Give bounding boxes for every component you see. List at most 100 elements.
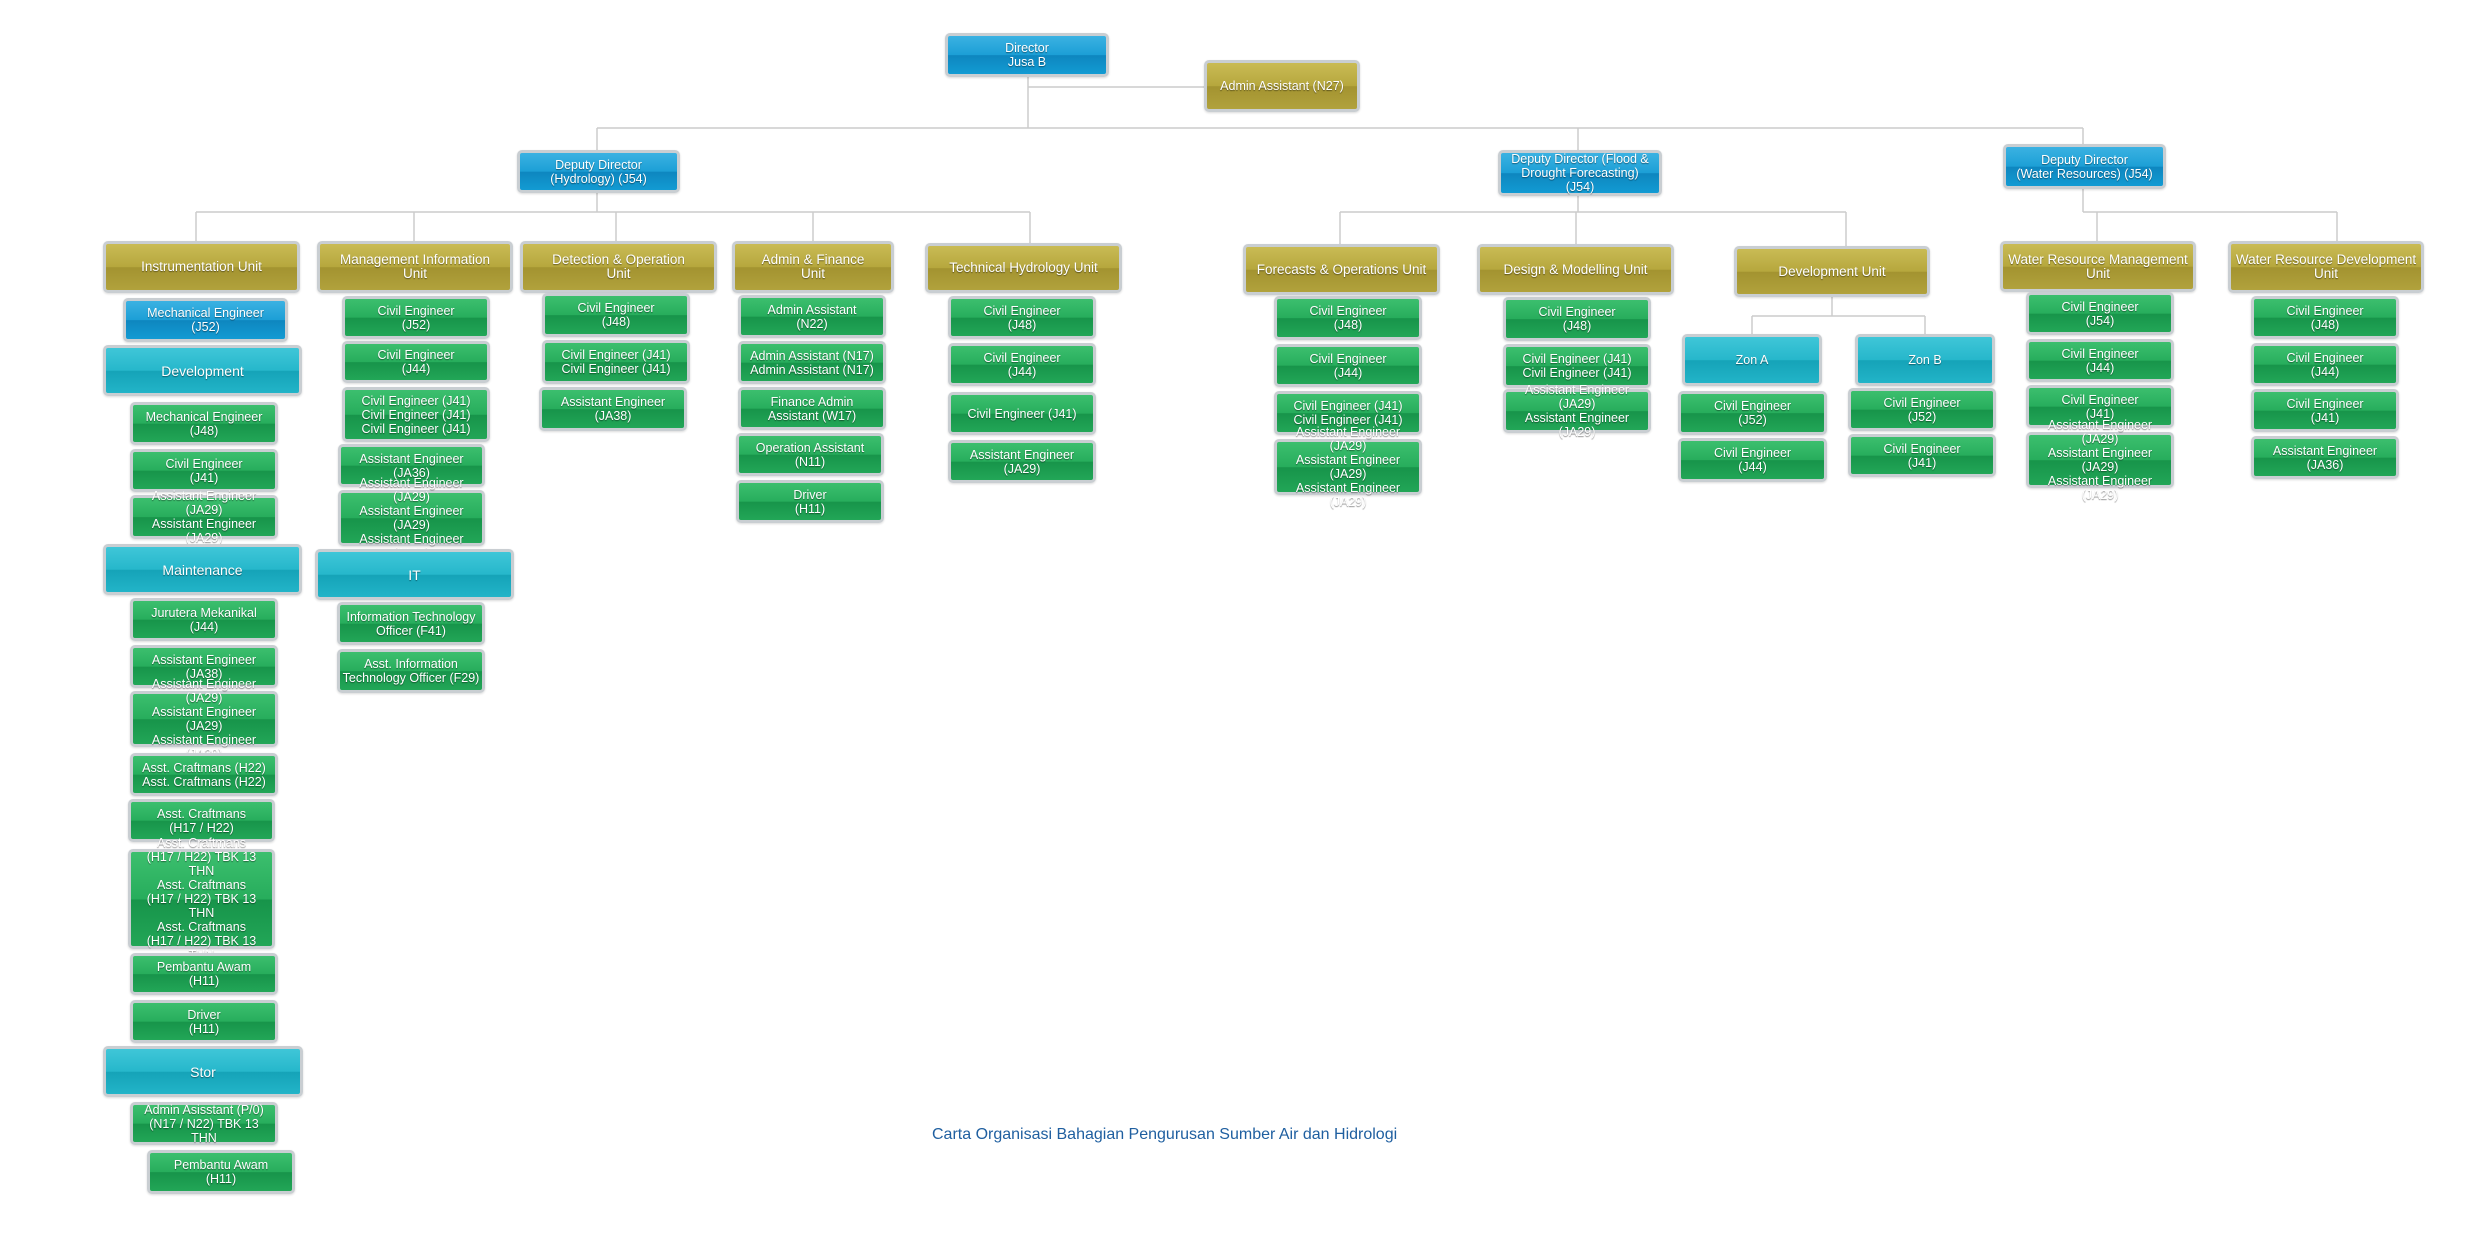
inst-maint-asst-ja38-label: Assistant Engineer (JA38) [151, 652, 257, 681]
wrm-unit-box[interactable]: Water Resource Management Unit [2000, 241, 2196, 292]
dm-civil-j48-box[interactable]: Civil Engineer (J48) [1503, 297, 1651, 341]
inst-stor-pembantu-label: Pembantu Awam (H11) [173, 1158, 269, 1186]
th-civil-j41-box[interactable]: Civil Engineer (J41) [948, 392, 1096, 435]
mis-it-officer-box[interactable]: Information Technology Officer (F41) [337, 602, 485, 645]
inst-maintenance-box[interactable]: Maintenance [103, 544, 302, 595]
adm-asst-n22-box[interactable]: Admin Assistant (N22) [738, 295, 886, 338]
inst-dev-civil-j41-box[interactable]: Civil Engineer (J41) [130, 449, 278, 492]
adm-asst-n17-box[interactable]: Admin Assistant (N17) Admin Assistant (N… [738, 341, 886, 384]
wrm-civil-j54-box[interactable]: Civil Engineer (J54) [2026, 292, 2174, 335]
mis-civil-j44-box[interactable]: Civil Engineer (J44) [342, 341, 490, 383]
th-civil-j41-label: Civil Engineer (J41) [967, 406, 1077, 421]
fo-civil-j48-box[interactable]: Civil Engineer (J48) [1274, 296, 1422, 340]
inst-stor-pembantu-box[interactable]: Pembantu Awam (H11) [147, 1150, 295, 1194]
development-unit-box[interactable]: Development Unit [1734, 246, 1930, 297]
det-civil-j48-label: Civil Engineer (J48) [577, 301, 655, 329]
zon-b-box[interactable]: Zon B [1855, 334, 1995, 386]
fo-civil-j44-label: Civil Engineer (J44) [1309, 351, 1387, 380]
th-civil-j44-box[interactable]: Civil Engineer (J44) [948, 343, 1096, 386]
mis-unit-label: Management Information Unit [339, 252, 491, 281]
wrd-civil-j41-box[interactable]: Civil Engineer (J41) [2251, 389, 2399, 432]
fo-civil-j48-label: Civil Engineer (J48) [1309, 304, 1387, 332]
zon-a-box[interactable]: Zon A [1682, 334, 1822, 386]
inst-maint-craft-tbk-box[interactable]: Asst. Craftmans (H17 / H22) TBK 13 THN A… [128, 836, 275, 962]
inst-maint-driver-box[interactable]: Driver (H11) [130, 1000, 278, 1043]
det-civil-j48-box[interactable]: Civil Engineer (J48) [542, 293, 690, 337]
wrd-civil-j48-box[interactable]: Civil Engineer (J48) [2251, 296, 2399, 339]
inst-maint-craft-h22-box[interactable]: Asst. Craftmans (H22) Asst. Craftmans (H… [130, 753, 278, 796]
inst-maint-jurutera-label: Jurutera Mekanikal (J44) [151, 605, 257, 634]
dm-civil-j48-label: Civil Engineer (J48) [1538, 305, 1616, 333]
admin-unit-box[interactable]: Admin & Finance Unit [732, 241, 894, 293]
dm-asst-ja29-box[interactable]: Assistant Engineer (JA29) Assistant Engi… [1503, 383, 1651, 439]
adm-operation-box[interactable]: Operation Assistant (N11) [736, 433, 884, 476]
mis-asst-ja36-box[interactable]: Assistant Engineer (JA36) [338, 444, 485, 487]
dm-asst-ja29-label: Assistant Engineer (JA29) Assistant Engi… [1524, 383, 1630, 439]
dm-civil-j41-label: Civil Engineer (J41) Civil Engineer (J41… [1522, 352, 1632, 380]
wrm-civil-j44-box[interactable]: Civil Engineer (J44) [2026, 339, 2174, 382]
deputy-flood-box[interactable]: Deputy Director (Flood & Drought Forecas… [1498, 150, 1662, 196]
zb-civil-j52-box[interactable]: Civil Engineer (J52) [1848, 388, 1996, 431]
fo-civil-j41-box[interactable]: Civil Engineer (J41) Civil Engineer (J41… [1274, 391, 1422, 435]
deputy-hydrology-box[interactable]: Deputy Director (Hydrology) (J54) [517, 150, 680, 193]
wrd-asst-ja36-box[interactable]: Assistant Engineer (JA36) [2251, 436, 2399, 479]
wrm-asst-ja29-box[interactable]: Assistant Engineer (JA29) Assistant Engi… [2026, 418, 2174, 502]
inst-maint-asst-ja29-box[interactable]: Assistant Engineer (JA29) Assistant Engi… [130, 677, 278, 761]
za-civil-j52-box[interactable]: Civil Engineer (J52) [1678, 391, 1827, 435]
inst-stor-admin-box[interactable]: Admin Asisstant (P/0) (N17 / N22) TBK 13… [130, 1102, 278, 1145]
deputy-hydrology-label: Deputy Director (Hydrology) (J54) [550, 157, 647, 186]
det-asst-ja38-box[interactable]: Assistant Engineer (JA38) [539, 387, 687, 431]
director-label: Director Jusa B [1005, 41, 1049, 69]
tech-hydro-unit-box[interactable]: Technical Hydrology Unit [925, 243, 1122, 293]
adm-finance-box[interactable]: Finance Admin Assistant (W17) [738, 387, 886, 430]
adm-driver-box[interactable]: Driver (H11) [736, 480, 884, 523]
inst-dev-asst-ja29-label: Assistant Engineer (JA29) Assistant Engi… [151, 489, 257, 545]
inst-maint-pembantu-box[interactable]: Pembantu Awam (H11) [130, 953, 278, 995]
inst-dev-asst-ja29-box[interactable]: Assistant Engineer (JA29) Assistant Engi… [130, 489, 278, 545]
th-civil-j48-label: Civil Engineer (J48) [983, 303, 1061, 332]
adm-asst-n17-label: Admin Assistant (N17) Admin Assistant (N… [750, 348, 874, 377]
instrumentation-unit-box[interactable]: Instrumentation Unit [103, 241, 300, 293]
inst-maint-jurutera-box[interactable]: Jurutera Mekanikal (J44) [130, 598, 278, 641]
mis-unit-box[interactable]: Management Information Unit [317, 241, 513, 293]
inst-maint-craft-h17-box[interactable]: Asst. Craftmans (H17 / H22) [128, 799, 275, 842]
mis-it-asst-box[interactable]: Asst. Information Technology Officer (F2… [337, 649, 485, 693]
mis-civil-j52-box[interactable]: Civil Engineer (J52) [342, 296, 490, 339]
wrd-civil-j44-box[interactable]: Civil Engineer (J44) [2251, 343, 2399, 386]
dm-civil-j41-box[interactable]: Civil Engineer (J41) Civil Engineer (J41… [1503, 344, 1651, 388]
forecast-unit-box[interactable]: Forecasts & Operations Unit [1243, 244, 1440, 295]
mis-civil-j41-box[interactable]: Civil Engineer (J41) Civil Engineer (J41… [342, 387, 490, 442]
wrm-civil-j54-label: Civil Engineer (J54) [2061, 299, 2139, 328]
fo-civil-j44-box[interactable]: Civil Engineer (J44) [1274, 344, 1422, 387]
deputy-water-box[interactable]: Deputy Director (Water Resources) (J54) [2003, 144, 2166, 189]
detection-unit-box[interactable]: Detection & Operation Unit [520, 241, 717, 293]
zb-civil-j41-box[interactable]: Civil Engineer (J41) [1848, 434, 1996, 477]
wrm-civil-j41-box[interactable]: Civil Engineer (J41) [2026, 385, 2174, 428]
za-civil-j44-box[interactable]: Civil Engineer (J44) [1678, 438, 1827, 482]
inst-mech-eng-j52-box[interactable]: Mechanical Engineer (J52) [123, 298, 288, 342]
th-civil-j48-box[interactable]: Civil Engineer (J48) [948, 296, 1096, 339]
fo-asst-ja29-box[interactable]: Assistant Engineer (JA29) Assistant Engi… [1274, 425, 1422, 509]
det-civil-j41-box[interactable]: Civil Engineer (J41) Civil Engineer (J41… [542, 340, 690, 384]
inst-stor-box[interactable]: Stor [103, 1046, 303, 1097]
inst-maint-craft-h17-label: Asst. Craftmans (H17 / H22) [157, 806, 246, 835]
admin-unit-label: Admin & Finance Unit [761, 252, 865, 281]
mis-asst-ja29-box[interactable]: Assistant Engineer (JA29) Assistant Engi… [338, 476, 485, 560]
detection-unit-label: Detection & Operation Unit [552, 252, 685, 281]
wrd-asst-ja36-label: Assistant Engineer (JA36) [2272, 443, 2378, 472]
wrd-civil-j44-label: Civil Engineer (J44) [2286, 350, 2364, 379]
inst-stor-label: Stor [190, 1063, 216, 1080]
inst-maint-asst-ja38-box[interactable]: Assistant Engineer (JA38) [130, 645, 278, 688]
zb-civil-j41-label: Civil Engineer (J41) [1883, 441, 1961, 470]
director-box[interactable]: Director Jusa B [945, 33, 1109, 77]
admin-assistant-n27-box[interactable]: Admin Assistant (N27) [1204, 60, 1360, 112]
th-asst-ja29-box[interactable]: Assistant Engineer (JA29) [948, 440, 1096, 483]
wrd-unit-box[interactable]: Water Resource Development Unit [2228, 241, 2424, 293]
inst-dev-mech-j48-label: Mechanical Engineer (J48) [145, 409, 263, 438]
wrm-unit-label: Water Resource Management Unit [2008, 251, 2188, 281]
inst-development-box[interactable]: Development [103, 345, 302, 396]
design-unit-box[interactable]: Design & Modelling Unit [1477, 244, 1674, 295]
mis-it-box[interactable]: IT [315, 549, 514, 600]
inst-dev-mech-j48-box[interactable]: Mechanical Engineer (J48) [130, 402, 278, 445]
fo-civil-j41-label: Civil Engineer (J41) Civil Engineer (J41… [1293, 399, 1403, 427]
